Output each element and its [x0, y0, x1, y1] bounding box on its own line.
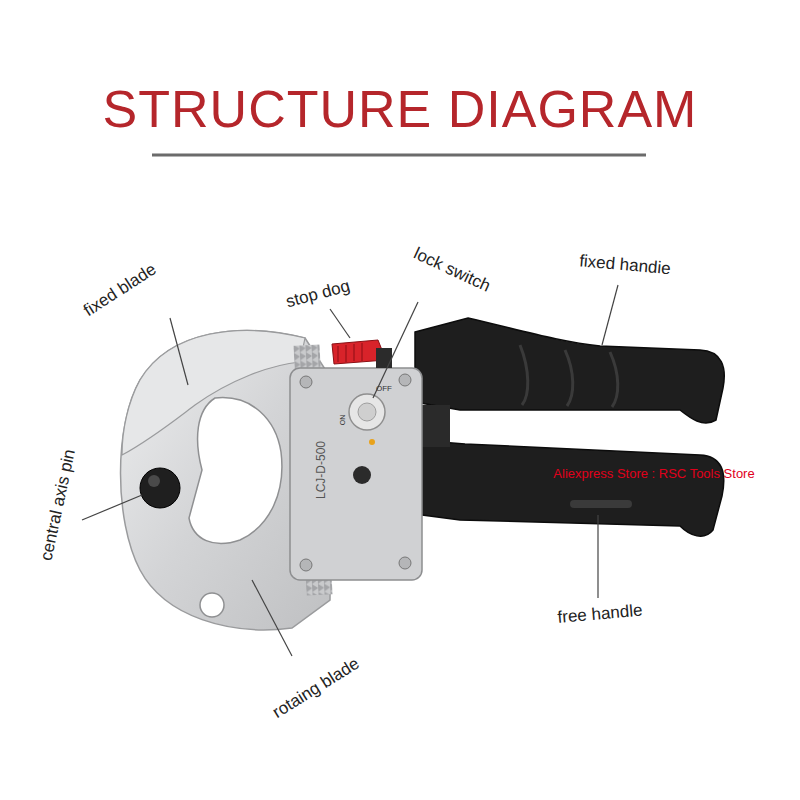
pin-highlight — [148, 475, 160, 487]
fixed-handle — [415, 318, 724, 423]
jaw-opening — [189, 398, 282, 544]
screw — [300, 376, 312, 388]
stop-dog-base — [376, 348, 392, 368]
blade-hole — [200, 593, 224, 617]
leader-line — [602, 285, 618, 345]
screw — [399, 557, 411, 569]
leader-line — [597, 515, 598, 598]
free-handle — [415, 440, 724, 536]
part-name: fixed blade — [80, 259, 160, 320]
store-watermark: Aliexpress Store : RSC Tools Store — [553, 467, 754, 482]
leader-line — [82, 495, 142, 520]
part-name: lock switch — [411, 244, 494, 296]
lock-knob — [349, 394, 385, 430]
axis-pin — [140, 468, 180, 508]
handle-joint — [420, 405, 450, 447]
part-name: fixed handie — [578, 251, 671, 278]
switch-mark: OFF — [376, 384, 392, 393]
handle-slot — [570, 500, 632, 508]
switch-mark: ON — [339, 415, 347, 426]
model-mark: LCJ-D-500 — [315, 441, 329, 499]
head-plate — [290, 368, 422, 580]
leader-line — [330, 309, 350, 338]
screw — [399, 374, 411, 386]
indicator-dot — [369, 439, 375, 445]
stop-dog-ridges — [338, 343, 362, 362]
leader-line — [252, 580, 292, 656]
part-name: stop dog — [284, 276, 352, 312]
screw — [300, 559, 312, 571]
release-button — [353, 466, 371, 484]
lock-knob-center — [358, 403, 376, 421]
leader-line — [373, 302, 418, 398]
title-rule — [152, 154, 646, 157]
leader-line — [170, 318, 188, 385]
grip-ridges — [520, 345, 618, 407]
part-name: rotaing blade — [269, 654, 363, 723]
part-name: free handle — [557, 601, 643, 628]
title: STRUCTURE DIAGRAM — [103, 80, 698, 140]
part-name: central axis pin — [37, 448, 80, 563]
